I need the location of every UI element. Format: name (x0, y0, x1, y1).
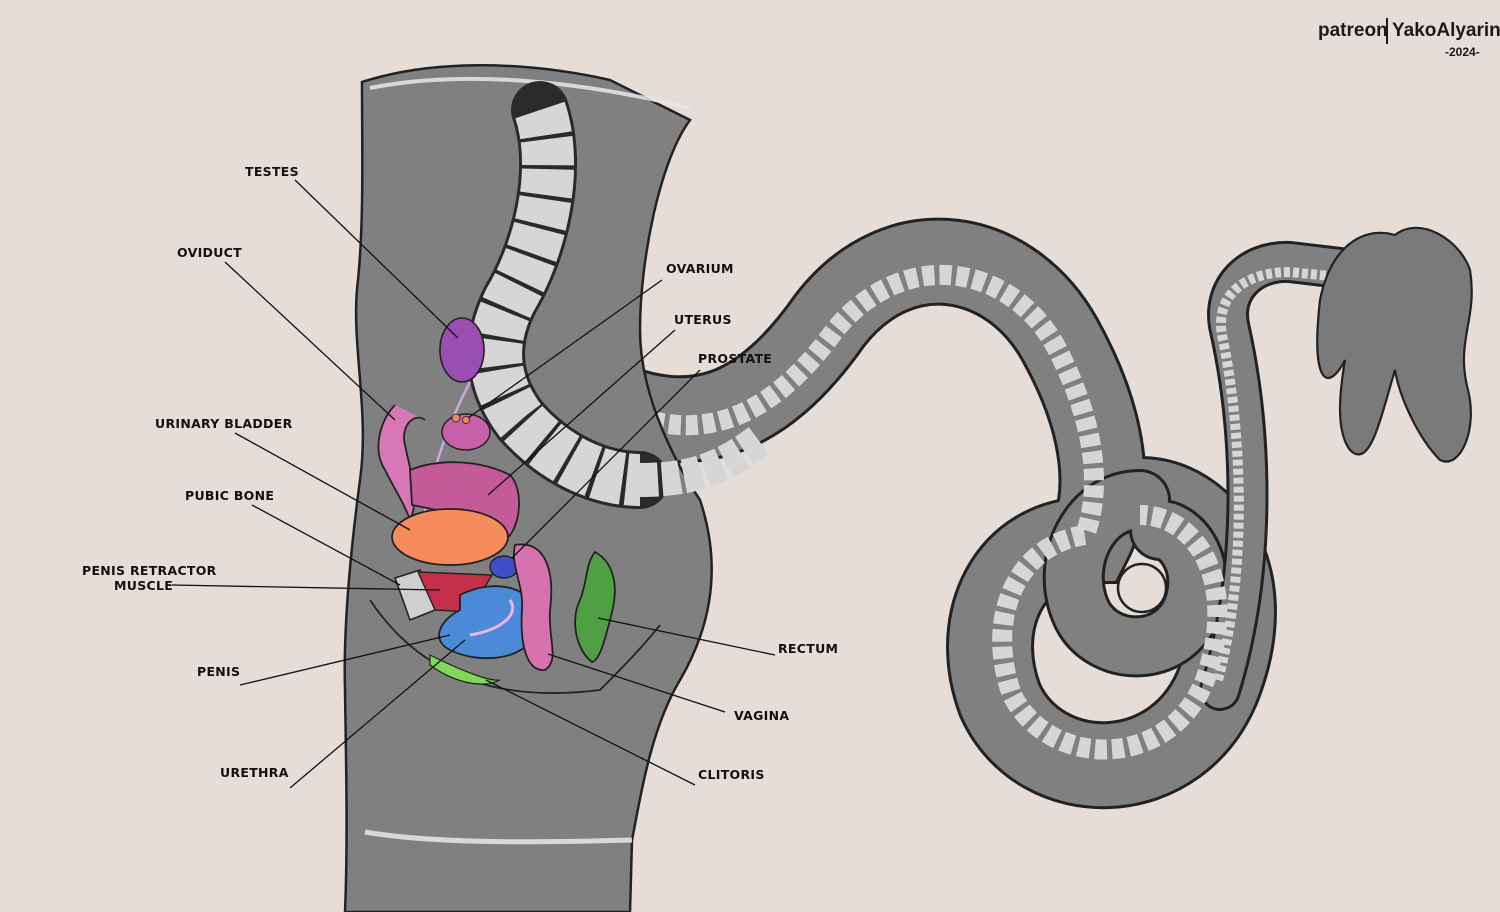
testes-organ (439, 317, 485, 383)
label-prostate: PROSTATE (698, 351, 772, 366)
torso (343, 64, 713, 912)
label-clitoris: CLITORIS (698, 767, 765, 782)
spine-vertebrae (470, 101, 641, 506)
spine-bridge (639, 426, 771, 497)
vagina-organ (513, 543, 554, 671)
torso-crease (369, 599, 661, 694)
urinary-bladder-organ (391, 508, 509, 566)
leader-urethra (289, 639, 466, 789)
label-uterus: UTERUS (674, 312, 732, 327)
watermark-year: -2024- (1445, 45, 1480, 59)
ovarium-follicle (451, 413, 461, 423)
organs (377, 317, 616, 685)
leader-retractor (171, 584, 441, 591)
torso-band-top (369, 76, 691, 110)
leader-prostate (511, 369, 701, 559)
rectum-organ (574, 550, 616, 663)
label-oviduct: OVIDUCT (177, 245, 242, 260)
labels: TESTES OVIDUCT OVARIUM UTERUS PROSTATE U… (82, 164, 838, 782)
leader-clitoris (485, 679, 696, 786)
urethra-organ (469, 599, 514, 637)
watermark-author: YakoAlyarin (1392, 20, 1500, 41)
spine (467, 81, 771, 509)
label-urinary-bladder: URINARY BLADDER (155, 416, 293, 431)
tail (556, 217, 1473, 810)
label-penis-retractor-1: PENIS RETRACTOR (82, 563, 217, 578)
label-ovarium: OVARIUM (666, 261, 734, 276)
leader-oviduct (224, 261, 396, 421)
leader-pubic-bone (251, 504, 401, 586)
label-penis-retractor-2: MUSCLE (114, 578, 173, 593)
label-vagina: VAGINA (734, 708, 789, 723)
clitoris-organ (429, 654, 501, 685)
label-penis: PENIS (197, 664, 240, 679)
leader-rectum (597, 617, 776, 656)
torso-band-bottom (364, 829, 633, 845)
label-pubic-bone: PUBIC BONE (185, 488, 274, 503)
label-urethra: URETHRA (220, 765, 289, 780)
tail-spine-upper (1213, 266, 1331, 682)
tail-tuft (1316, 226, 1473, 463)
leader-ovarium (467, 279, 663, 419)
leader-lines (171, 179, 776, 789)
leader-vagina (547, 653, 726, 713)
spiral-hole (1116, 562, 1168, 614)
label-rectum: RECTUM (778, 641, 838, 656)
watermark-patreon: patreon (1318, 20, 1388, 41)
leader-testes (294, 179, 459, 339)
tail-upper-fill (1202, 243, 1358, 708)
tail-spine (615, 264, 1228, 760)
tail-spiral-fill (1045, 472, 1226, 675)
leader-uterus (487, 329, 676, 496)
ovarium-follicle (462, 416, 470, 424)
leader-bladder (234, 432, 411, 531)
label-testes: TESTES (245, 164, 299, 179)
torso-body (343, 64, 713, 912)
leader-penis (239, 634, 451, 686)
watermark: patreon YakoAlyarin -2024- (1318, 18, 1500, 59)
ovarium-organ (441, 413, 491, 451)
